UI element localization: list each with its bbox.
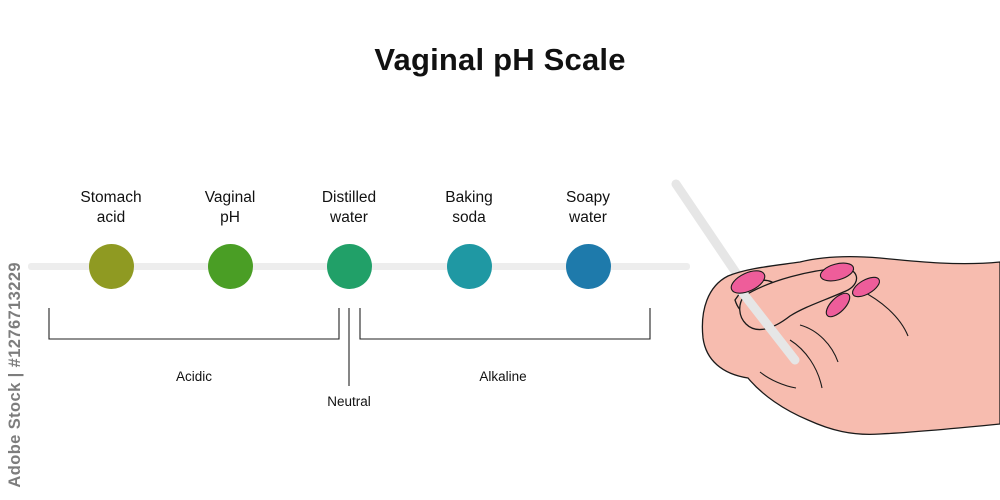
watermark-text: Adobe Stock | #1276713229 [6, 262, 24, 488]
label-soapy-water: Soapy water [566, 189, 610, 226]
label-distilled-water: Distilled water [321, 189, 377, 226]
nail-3 [851, 276, 881, 298]
nail-4 [825, 292, 851, 318]
thumb [739, 267, 858, 331]
group-label-neutral: Neutral [327, 394, 371, 409]
diagram-title: Vaginal pH Scale [374, 42, 626, 77]
group-label-alkaline: Alkaline [479, 369, 527, 384]
alkaline-bracket [359, 308, 651, 340]
dot-baking-soda [446, 244, 492, 289]
label-baking-soda: Baking soda [445, 189, 493, 226]
nails [730, 262, 881, 318]
dot-distilled-water [326, 244, 372, 289]
label-vaginal-ph: Vaginal pH [204, 189, 256, 226]
dot-stomach-acid [88, 244, 134, 289]
dot-vaginal-ph [207, 244, 253, 289]
label-stomach-acid: Stomach acid [80, 189, 142, 226]
test-strip-front [737, 287, 800, 365]
dot-soapy-water [565, 244, 611, 289]
nail-2 [819, 262, 855, 282]
acidic-bracket [48, 308, 340, 340]
group-label-acidic: Acidic [175, 369, 212, 384]
nail-1 [730, 270, 766, 294]
